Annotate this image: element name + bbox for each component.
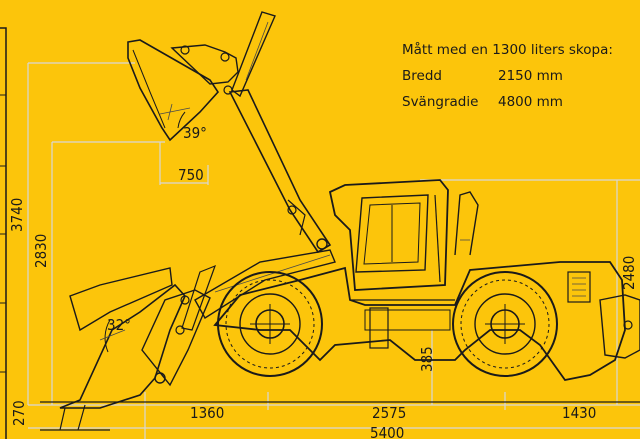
- dim-dump-angle: 39°: [183, 124, 207, 142]
- spec-width-value: 2150 mm: [498, 68, 563, 84]
- lowered-bucket: [40, 264, 217, 431]
- dim-rear-overhang: 1430: [562, 404, 596, 422]
- dim-lift-height: 3740: [8, 198, 26, 232]
- left-scale-bar: [0, 27, 7, 439]
- loader-chassis: [213, 261, 626, 381]
- spec-turning-radius-value: 4800 mm: [498, 94, 563, 110]
- dimension-lines: [27, 62, 640, 439]
- exhaust-pipe: [454, 191, 479, 256]
- lowered-boom: [194, 249, 336, 319]
- raised-bucket: [127, 39, 239, 142]
- boom-arm: [228, 11, 332, 254]
- spec-width-label: Bredd: [402, 68, 442, 84]
- dim-total-length: 5400: [370, 424, 404, 439]
- dim-dig-depth: 270: [10, 400, 28, 426]
- operator-cab: [328, 179, 449, 291]
- dim-reach: 750: [178, 166, 204, 184]
- spec-turning-radius-label: Svängradie: [402, 94, 479, 110]
- front-wheel: [217, 271, 323, 377]
- dim-rollback-angle: 32°: [107, 316, 131, 334]
- dim-ground-clearance: 385: [418, 346, 436, 372]
- dim-wheelbase: 2575: [372, 404, 406, 422]
- rear-counterweight: [599, 294, 640, 359]
- spec-heading: Mått med en 1300 liters skopa:: [402, 42, 613, 58]
- rear-wheel: [452, 271, 558, 377]
- dim-overall-height: 2480: [620, 256, 638, 290]
- dim-dump-height: 2830: [32, 234, 50, 268]
- dim-front-overhang: 1360: [190, 404, 224, 422]
